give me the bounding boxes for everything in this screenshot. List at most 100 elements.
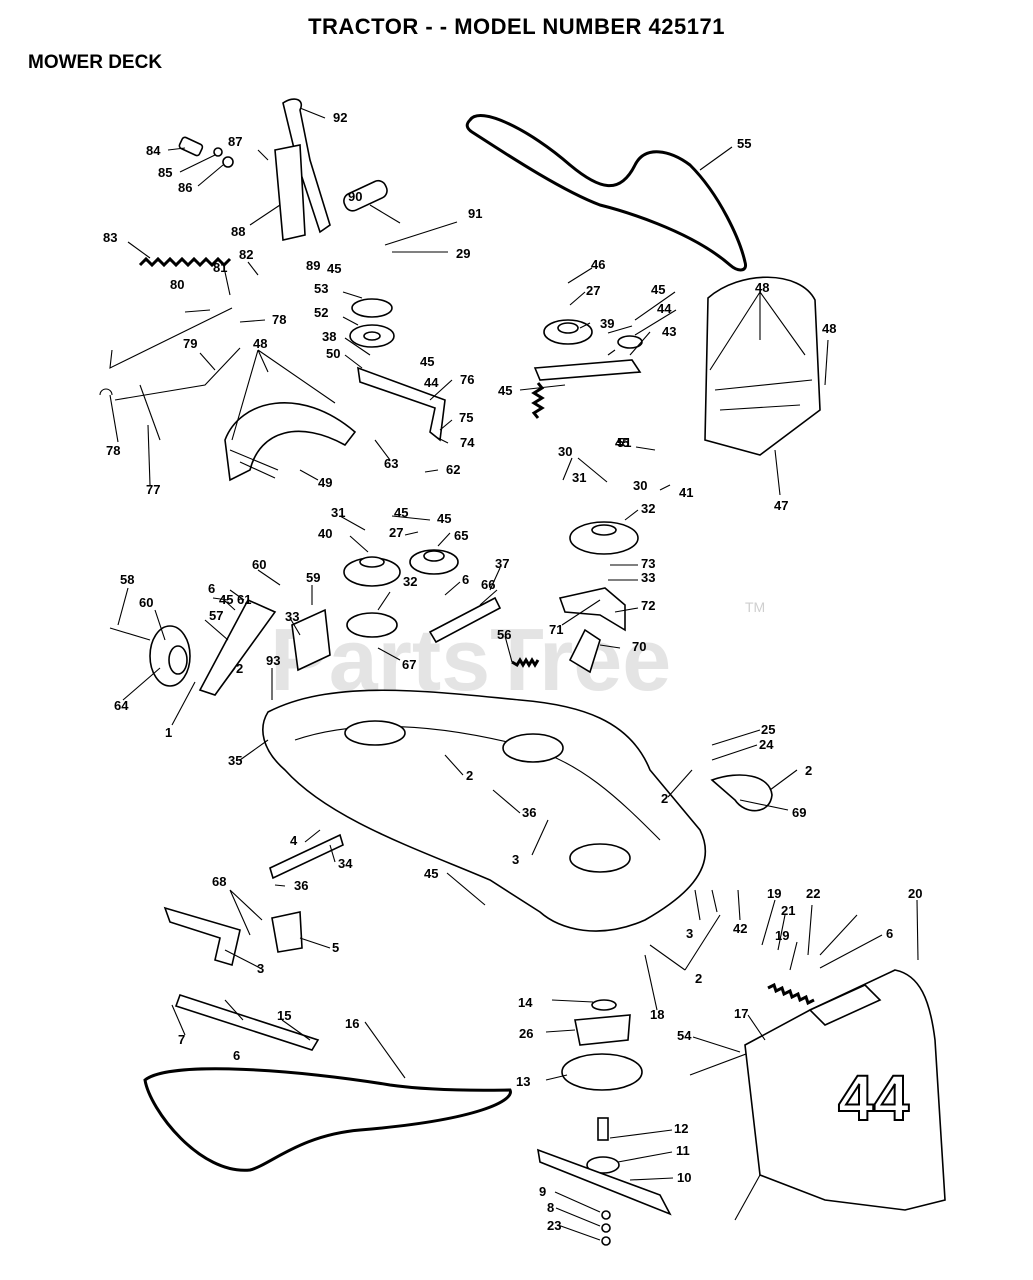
callout-label: 3	[257, 961, 264, 976]
callout-label: 34	[338, 856, 353, 871]
callout-label: 44	[424, 375, 439, 390]
callout-label: 80	[170, 277, 184, 292]
callout-label: 26	[519, 1026, 533, 1041]
callout-label: 10	[677, 1170, 691, 1185]
watermark-tm: TM	[745, 599, 765, 615]
callout-label: 36	[294, 878, 308, 893]
pulleys-52-53	[349, 298, 395, 348]
callout-label: 45	[615, 435, 629, 450]
lift-handle-part	[274, 98, 388, 241]
callout-label: 2	[466, 768, 473, 783]
callout-label: 40	[318, 526, 332, 541]
callout-label: 76	[460, 372, 474, 387]
callout-label: 86	[178, 180, 192, 195]
callout-label: 42	[733, 921, 747, 936]
callout-label: 48	[822, 321, 836, 336]
pulleys-40-65-32	[343, 549, 459, 638]
callout-label: 36	[522, 805, 536, 820]
callout-label: 50	[326, 346, 340, 361]
callout-label: 30	[633, 478, 647, 493]
spring-83	[138, 256, 232, 268]
callout-label: 2	[695, 971, 702, 986]
callout-label: 60	[252, 557, 266, 572]
bracket-61	[291, 608, 331, 672]
callout-label: 22	[806, 886, 820, 901]
callout-label: 11	[676, 1143, 690, 1158]
callout-label: 70	[632, 639, 646, 654]
callout-label: 73	[641, 556, 655, 571]
spring-51	[531, 382, 545, 419]
callout-label: 66	[481, 577, 495, 592]
shield-49	[224, 402, 357, 482]
callout-label: 8	[547, 1200, 554, 1215]
callout-label: 12	[674, 1121, 688, 1136]
callout-label: 56	[497, 627, 511, 642]
callout-label: 29	[456, 246, 470, 261]
callout-label: 2	[661, 791, 668, 806]
callout-label: 21	[781, 903, 795, 918]
callout-label: 67	[402, 657, 416, 672]
blade-11	[536, 1117, 672, 1246]
callout-label: 64	[114, 698, 129, 713]
callout-label: 92	[333, 110, 347, 125]
callout-label: 63	[384, 456, 398, 471]
callout-label: 39	[600, 316, 614, 331]
callout-label: 38	[322, 329, 336, 344]
callout-label: 82	[239, 247, 253, 262]
callout-label: 35	[228, 753, 242, 768]
callout-label: 49	[318, 475, 332, 490]
callout-label: 58	[120, 572, 134, 587]
callout-label: 45	[420, 354, 434, 369]
callout-label: 2	[805, 763, 812, 778]
spring-56	[511, 657, 540, 668]
callout-label: 74	[460, 435, 475, 450]
callout-label: 84	[146, 143, 161, 158]
callout-label: 23	[547, 1218, 561, 1233]
callout-label: 25	[761, 722, 775, 737]
callout-label: 31	[572, 470, 586, 485]
decal-text: 44	[838, 1062, 910, 1134]
callout-label: 68	[212, 874, 226, 889]
callout-label: 45	[219, 592, 233, 607]
arm-37	[428, 596, 502, 644]
callout-label: 45	[424, 866, 438, 881]
callout-label: 87	[228, 134, 242, 149]
callout-label: 16	[345, 1016, 359, 1031]
callout-label: 65	[454, 528, 468, 543]
callout-label: 62	[446, 462, 460, 477]
callout-label: 1	[165, 725, 172, 740]
callout-label: 75	[459, 410, 473, 425]
callout-label: 5	[332, 940, 339, 955]
callout-label: 46	[591, 257, 605, 272]
callout-label: 48	[755, 280, 769, 295]
callout-label: 27	[586, 283, 600, 298]
callout-label: 55	[737, 136, 751, 151]
callout-label: 30	[558, 444, 572, 459]
callout-label: 6	[233, 1048, 240, 1063]
callout-label: 79	[183, 336, 197, 351]
callout-label: 37	[495, 556, 509, 571]
callout-label: 20	[908, 886, 922, 901]
callout-label: 14	[518, 995, 533, 1010]
spring-20	[767, 982, 815, 1006]
callout-label: 81	[213, 260, 227, 275]
callout-label: 45	[651, 282, 665, 297]
callout-label: 78	[272, 312, 286, 327]
callout-label: 45	[498, 383, 512, 398]
callout-label: 85	[158, 165, 172, 180]
callout-label: 32	[641, 501, 655, 516]
callout-label: 90	[348, 189, 362, 204]
callout-label: 77	[146, 482, 160, 497]
callout-label: 91	[468, 206, 482, 221]
callout-label: 6	[462, 572, 469, 587]
callout-label: 19	[775, 928, 789, 943]
link-4	[269, 833, 344, 880]
callout-label: 48	[253, 336, 267, 351]
callout-label: 61	[237, 592, 251, 607]
callout-label: 88	[231, 224, 245, 239]
lift-rod-80	[99, 307, 241, 441]
callout-label: 13	[516, 1074, 530, 1089]
belt-54	[143, 1067, 512, 1172]
bracket-50	[357, 366, 446, 442]
